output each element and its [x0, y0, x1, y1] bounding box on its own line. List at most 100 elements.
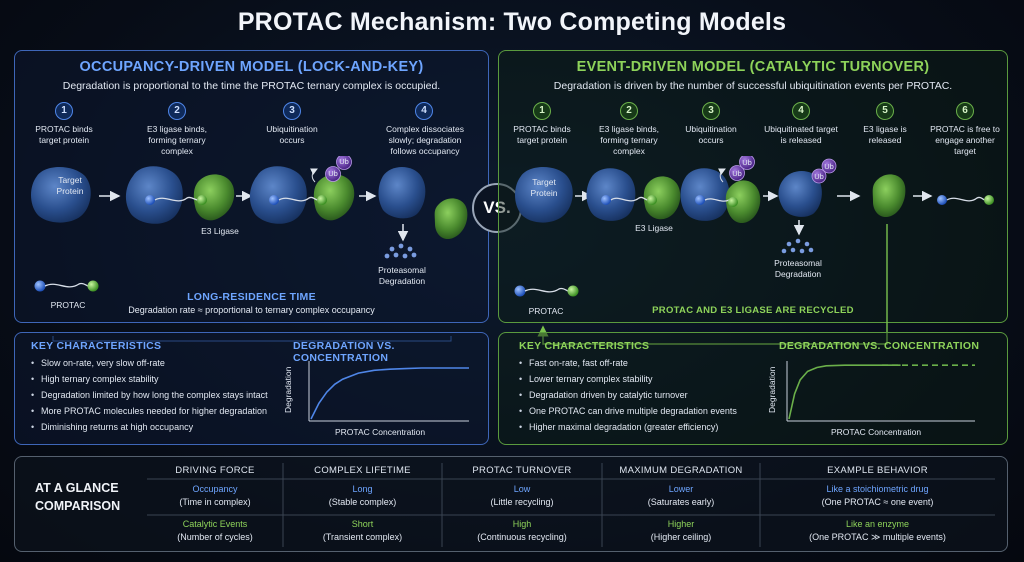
recycled-caption: PROTAC AND E3 LIGASE ARE RECYCLED	[652, 305, 854, 316]
event-characteristics-title: KEY CHARACTERISTICS	[519, 340, 650, 352]
list-item: High ternary complex stability	[31, 371, 268, 387]
event-characteristics-panel: KEY CHARACTERISTICS Fast on-rate, fast o…	[498, 332, 1008, 445]
comparison-panel: AT A GLANCE COMPARISON DRIVING FORCE Occ…	[14, 456, 1008, 552]
list-item: Higher maximal degradation (greater effi…	[519, 419, 737, 435]
list-item: More PROTAC molecules needed for higher …	[31, 403, 268, 419]
ubiquitin-icon	[325, 166, 341, 182]
occupancy-step-3-number: 3	[283, 102, 301, 120]
event-protac-label: PROTAC	[528, 306, 564, 316]
list-item: Slow on-rate, very slow off-rate	[31, 355, 268, 371]
event-characteristics-list: Fast on-rate, fast off-rate Lower ternar…	[519, 355, 737, 435]
page-title: PROTAC Mechanism: Two Competing Models	[237, 8, 787, 36]
event-degradation-curve	[788, 364, 901, 420]
occupancy-model-panel: OCCUPANCY-DRIVEN MODEL (LOCK-AND-KEY) De…	[14, 50, 489, 342]
e3-ligase-icon	[193, 174, 235, 221]
comparison-column-driving-force: DRIVING FORCE Occupancy (Time in complex…	[147, 464, 283, 544]
ubiquitin-label: Ub	[824, 162, 834, 171]
event-chart-ylabel: Degradation	[767, 366, 777, 413]
occupancy-characteristics-list: Slow on-rate, very slow off-rate High te…	[31, 355, 268, 435]
comparison-occupancy-detail: (One PROTAC ≈ one event)	[821, 497, 934, 507]
ubiquitin-icon	[336, 156, 352, 170]
event-step-3-text: Ubiquitination occurs	[685, 124, 737, 145]
event-mechanism-illustration	[514, 156, 994, 345]
comparison-event-detail: (Number of cycles)	[177, 532, 253, 542]
event-model-title: EVENT-DRIVEN MODEL (CATALYTIC TURNOVER)	[576, 59, 930, 75]
comparison-event-value: High	[512, 519, 532, 529]
comparison-column-maximum-degradation: MAXIMUM DEGRADATION Lower (Saturates ear…	[602, 464, 760, 544]
long-residence-title: LONG-RESIDENCE TIME	[187, 291, 316, 303]
comparison-occupancy-value: Long	[352, 484, 373, 494]
ubiquitin-label: Ub	[742, 158, 752, 167]
occupancy-step-4-number: 4	[415, 102, 433, 120]
comparison-event-detail: (Continuous recycling)	[477, 532, 567, 542]
ubiquitin-label: Ub	[814, 172, 824, 181]
occupancy-step-1-text: PROTAC binds target protein	[35, 124, 93, 145]
event-proteasomal-label: Proteasomal Degradation	[774, 258, 822, 279]
event-step-6-text: PROTAC is free to engage another target	[930, 124, 1000, 156]
event-step-6-number: 6	[956, 102, 974, 120]
comparison-grid-lines	[147, 463, 995, 547]
event-step-5-number: 5	[876, 102, 894, 120]
comparison-occupancy-value: Like a stoichiometric drug	[826, 484, 929, 494]
event-chart-xlabel: PROTAC Concentration	[831, 427, 922, 437]
comparison-header: DRIVING FORCE	[175, 465, 255, 476]
event-step-4-text: Ubiquitinated target is released	[764, 124, 838, 145]
target-protein-icon	[31, 167, 91, 223]
ubiquitin-icon	[729, 165, 745, 181]
e3-ligase-icon	[872, 174, 906, 218]
comparison-occupancy-detail: (Stable complex)	[328, 497, 397, 507]
protac-warhead-icon	[514, 285, 526, 297]
event-target-label: Target Protein	[530, 177, 558, 198]
comparison-header: MAXIMUM DEGRADATION	[619, 465, 743, 476]
target-protein-icon	[680, 168, 730, 221]
comparison-heading-line1: AT A GLANCE	[35, 481, 119, 495]
occupancy-chart-title: DEGRADATION VS. CONCENTRATION	[293, 340, 395, 364]
comparison-occupancy-value: Lower	[668, 484, 694, 494]
occupancy-model-subtitle: Degradation is proportional to the time …	[62, 80, 441, 92]
list-item: Fast on-rate, fast off-rate	[519, 355, 737, 371]
event-chart-title: DEGRADATION VS. CONCENTRATION	[779, 340, 980, 352]
occupancy-model-title: OCCUPANCY-DRIVEN MODEL (LOCK-AND-KEY)	[79, 59, 424, 75]
ubiquitin-icon	[811, 168, 827, 184]
protac-ligand-icon	[567, 285, 579, 297]
occupancy-protac-label: PROTAC	[50, 300, 86, 310]
list-item: One PROTAC can drive multiple degradatio…	[519, 403, 737, 419]
comparison-column-protac-turnover: PROTAC TURNOVER Low (Little recycling) H…	[442, 464, 602, 544]
comparison-event-value: Short	[351, 519, 374, 529]
comparison-column-example-behavior: EXAMPLE BEHAVIOR Like a stoichiometric d…	[760, 464, 995, 544]
event-model-subtitle: Degradation is driven by the number of s…	[553, 80, 953, 92]
occupancy-degradation-chart	[308, 361, 469, 422]
long-residence-text: Degradation rate ≈ proportional to terna…	[128, 305, 375, 315]
ubiquitin-icon	[821, 158, 837, 174]
occupancy-chart-xlabel: PROTAC Concentration	[335, 427, 426, 437]
comparison-occupancy-detail: (Saturates early)	[647, 497, 715, 507]
occupancy-step-4-text: Complex dissociates slowly; degradation …	[386, 124, 464, 156]
target-protein-icon	[378, 167, 426, 219]
list-item: Degradation driven by catalytic turnover	[519, 387, 737, 403]
proteasomal-fragments-icon	[781, 238, 814, 254]
event-step-1-number: 1	[533, 102, 551, 120]
target-protein-icon	[586, 168, 636, 221]
proteasomal-fragments-icon	[384, 243, 417, 259]
occupancy-step-3-text: Ubiquitination occurs	[266, 124, 318, 145]
protac-warhead-icon	[34, 280, 46, 292]
target-protein-icon	[778, 171, 822, 217]
occupancy-proteasomal-label: Proteasomal Degradation	[378, 265, 426, 286]
event-step-4-number: 4	[792, 102, 810, 120]
comparison-event-value: Higher	[667, 519, 695, 529]
occupancy-target-label: Target Protein	[56, 175, 84, 196]
occupancy-characteristics-title: KEY CHARACTERISTICS	[31, 340, 162, 352]
list-item: Lower ternary complex stability	[519, 371, 737, 387]
ubiquitin-icon	[739, 156, 755, 170]
e3-ligase-icon	[434, 198, 468, 240]
target-protein-icon	[249, 166, 307, 224]
comparison-occupancy-detail: (Little recycling)	[490, 497, 554, 507]
comparison-occupancy-detail: (Time in complex)	[179, 497, 251, 507]
comparison-event-detail: (One PROTAC ≫ multiple events)	[809, 532, 946, 542]
list-item: Degradation limited by how long the comp…	[31, 387, 268, 403]
occupancy-step-2-text: E3 ligase binds, forming ternary complex	[146, 124, 207, 156]
comparison-event-value: Like an enzyme	[845, 519, 910, 529]
event-step-2-text: E3 ligase binds, forming ternary complex	[598, 124, 659, 156]
comparison-occupancy-value: Low	[513, 484, 531, 494]
occupancy-mechanism-illustration	[31, 156, 468, 342]
